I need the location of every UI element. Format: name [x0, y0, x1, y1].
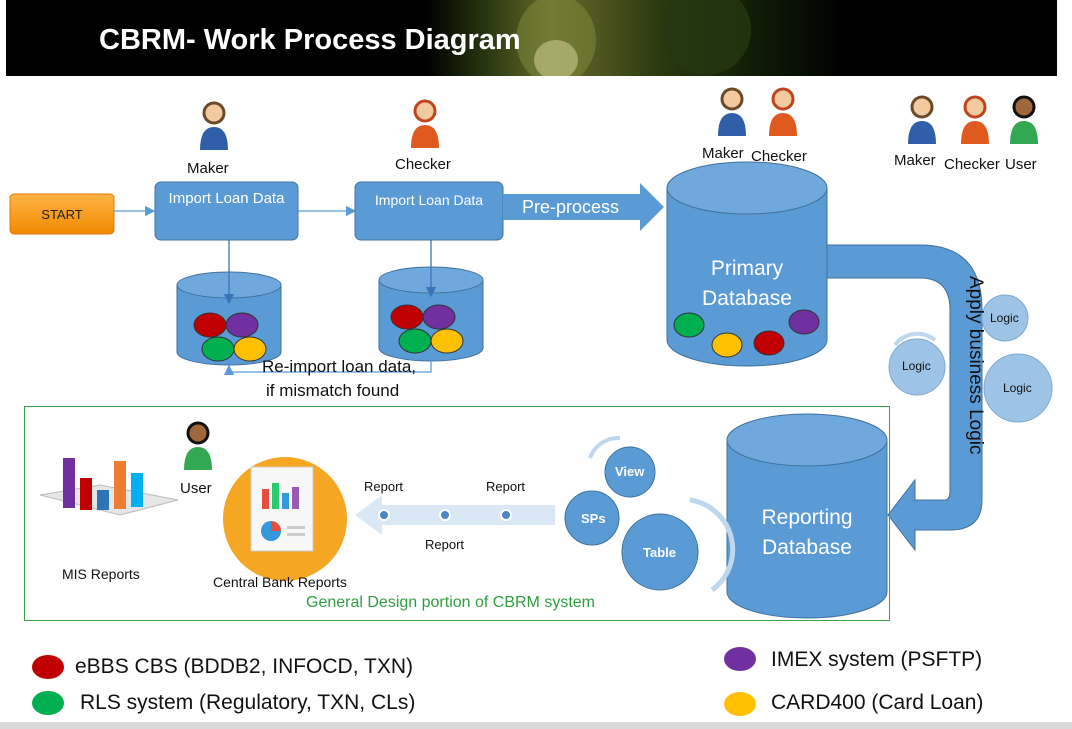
- top-right-checker-label: Checker: [944, 156, 1000, 173]
- legend-item-red: eBBS CBS (BDDB2, INFOCD, TXN): [75, 655, 414, 678]
- logic-gear-label-2: Logic: [902, 359, 931, 373]
- top-right-checker-person-icon: [961, 95, 989, 144]
- general-design-frame: [24, 406, 890, 621]
- report-label-1: Report: [364, 479, 404, 494]
- table-gear: [621, 513, 699, 591]
- apply-logic-label-wrap: Apply business Logic: [965, 276, 986, 496]
- sps-gear: [564, 490, 620, 546]
- gear-cycle-arrow-2: [689, 497, 736, 593]
- banner-bulb-image: [516, 0, 751, 76]
- report-dot-2: [439, 509, 451, 521]
- central-bank-reports-label: Central Bank Reports: [213, 574, 347, 590]
- gear-cycle-arrow-1: [588, 435, 621, 459]
- table-gear-label: Table: [643, 545, 676, 560]
- legend-dot-red: [32, 655, 64, 679]
- logic-gear-top: [981, 294, 1029, 342]
- top-right-maker-label: Maker: [894, 152, 936, 169]
- reporting-database-label: Reporting Database: [761, 506, 853, 559]
- logic-gear-label-1: Logic: [990, 311, 1019, 325]
- primary-checker-label: Checker: [751, 148, 807, 165]
- mis-reports-label: MIS Reports: [62, 566, 140, 582]
- reimport-label-line1: Re-import loan data,: [262, 357, 417, 376]
- primary-maker-label: Maker: [702, 145, 744, 162]
- reporting-database-cylinder: [726, 413, 888, 619]
- report-label-3: Report: [425, 537, 465, 552]
- user-label: User: [180, 480, 212, 497]
- report-dot-1: [378, 509, 390, 521]
- legend-dot-yellow: [724, 692, 756, 716]
- preprocess-arrow: [503, 183, 664, 231]
- logic-gear-right: [983, 353, 1053, 423]
- maker-person-icon: [200, 101, 228, 150]
- reimport-label-line2: if mismatch found: [266, 381, 400, 400]
- page-title: CBRM- Work Process Diagram: [99, 24, 521, 56]
- design-caption: General Design portion of CBRM system: [306, 594, 595, 611]
- import-box-2-label: Import Loan Data: [374, 192, 484, 208]
- reimport-arrow: [223, 360, 432, 376]
- report-flow-arrow: [355, 495, 555, 535]
- logic-cycle-arrow: [893, 331, 937, 347]
- primary-maker-person-icon: [718, 87, 746, 136]
- checker-person-icon: [411, 99, 439, 148]
- start-label[interactable]: START: [41, 206, 83, 222]
- central-bank-reports-icon: [223, 457, 347, 581]
- maker-label: Maker: [187, 160, 229, 177]
- primary-database-label: Primary Database: [702, 257, 792, 310]
- logic-gear-left: [888, 338, 946, 396]
- title-banner: CBRM- Work Process Diagram: [6, 0, 1057, 76]
- apply-logic-label: Apply business Logic: [965, 276, 986, 455]
- primary-database-cylinder: [666, 161, 828, 367]
- footer-bar: [0, 722, 1072, 729]
- legend-dot-purple: [724, 647, 756, 671]
- start-block[interactable]: [9, 193, 115, 235]
- view-gear: [604, 446, 656, 498]
- top-right-user-label: User: [1005, 156, 1037, 173]
- preprocess-label: Pre-process: [522, 197, 620, 217]
- logic-gear-label-3: Logic: [1003, 381, 1032, 395]
- legend-item-yellow: CARD400 (Card Loan): [771, 691, 984, 714]
- legend-dot-green: [32, 691, 64, 715]
- legend-item-purple: IMEX system (PSFTP): [771, 648, 983, 671]
- staging-cylinder-2: [378, 240, 484, 362]
- top-right-maker-person-icon: [908, 95, 936, 144]
- sps-gear-label: SPs: [581, 511, 606, 526]
- report-dot-3: [500, 509, 512, 521]
- report-label-2: Report: [486, 479, 526, 494]
- primary-checker-person-icon: [769, 87, 797, 136]
- top-right-user-person-icon: [1010, 95, 1038, 144]
- checker-label: Checker: [395, 156, 451, 173]
- mis-reports-icon: [39, 458, 179, 516]
- import-box-1-label: Import Loan Data: [168, 190, 285, 207]
- legend-item-green: RLS system (Regulatory, TXN, CLs): [80, 691, 416, 714]
- apply-logic-arrow: [826, 244, 983, 552]
- view-gear-label: View: [615, 464, 645, 479]
- user-person-icon: [184, 421, 212, 470]
- staging-cylinder-1: [176, 240, 282, 366]
